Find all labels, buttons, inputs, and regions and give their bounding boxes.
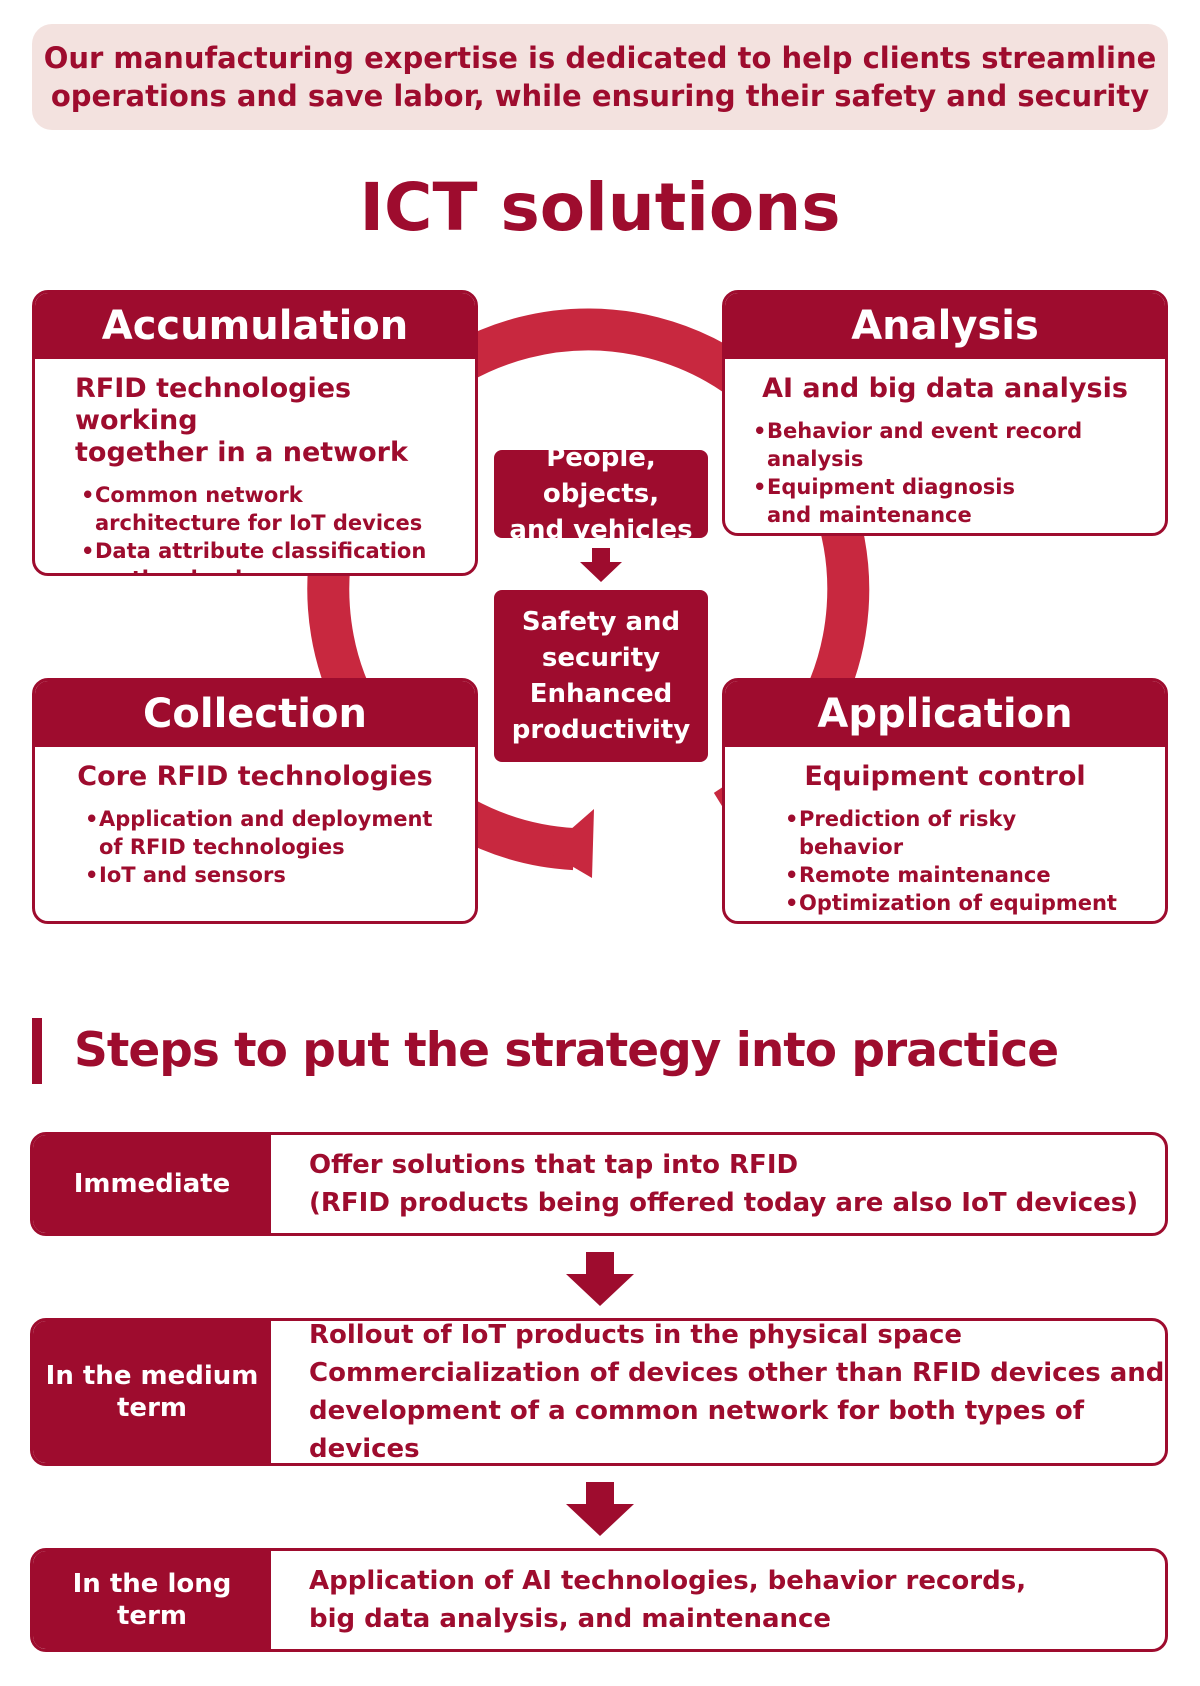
step-label-medium-term-line-2: term: [117, 1393, 187, 1423]
center-box-people-line-2: and vehicles: [509, 515, 693, 545]
step-label-long-term-line-2: term: [117, 1601, 187, 1631]
step-content-immediate: Offer solutions that tap into RFID (RFID…: [271, 1135, 1165, 1233]
collection-subtitle: Core RFID technologies: [77, 761, 433, 792]
accumulation-card: Accumulation RFID technologies working t…: [32, 290, 478, 576]
center-box-outcomes-line-3: Enhanced: [529, 679, 673, 709]
step-content-long-term-line-2: big data analysis, and maintenance: [309, 1604, 832, 1634]
application-bullet-2: Remote maintenance: [785, 861, 1125, 889]
collection-heading: Collection: [35, 681, 475, 747]
collection-bullet-1: Application and deployment of RFID techn…: [85, 805, 445, 861]
center-box-people-line-1: People, objects,: [542, 443, 660, 509]
down-arrow-icon: [580, 548, 622, 582]
application-heading: Application: [725, 681, 1165, 747]
analysis-bullet-2: Equipment diagnosis and maintenance: [753, 473, 1023, 529]
collection-bullet-2: IoT and sensors: [85, 861, 445, 889]
analysis-bullet-1: Behavior and event record analysis: [753, 417, 1153, 473]
collection-card: Collection Core RFID technologies Applic…: [32, 678, 478, 924]
analysis-card: Analysis AI and big data analysis Behavi…: [722, 290, 1168, 536]
application-bullet-1: Prediction of risky behavior: [785, 805, 1125, 861]
step-content-long-term-line-1: Application of AI technologies, behavior…: [309, 1566, 1027, 1596]
center-box-outcomes-line-1: Safety and: [521, 607, 681, 637]
step-label-immediate: Immediate: [33, 1135, 271, 1233]
accumulation-bullets: Common network architecture for IoT devi…: [81, 481, 451, 573]
step-row-medium-term: In the medium term Rollout of IoT produc…: [30, 1318, 1168, 1466]
application-subtitle: Equipment control: [804, 761, 1086, 792]
intro-banner: Our manufacturing expertise is dedicated…: [32, 24, 1168, 130]
collection-body: Core RFID technologies Application and d…: [35, 747, 475, 889]
step-content-medium-term-line-3: development of a common network for both…: [309, 1396, 1085, 1464]
step-content-immediate-line-1: Offer solutions that tap into RFID: [309, 1150, 799, 1180]
banner-line-2: operations and save labor, while ensurin…: [50, 79, 1150, 113]
step-label-long-term: In the long term: [33, 1551, 271, 1649]
page-title: ICT solutions: [359, 169, 841, 246]
step-content-medium-term-line-2: Commercialization of devices other than …: [309, 1358, 1165, 1388]
step-label-medium-term: In the medium term: [33, 1321, 271, 1463]
step-label-immediate-line-1: Immediate: [73, 1169, 231, 1199]
step-content-immediate-line-2: (RFID products being offered today are a…: [309, 1188, 1139, 1218]
collection-bullets: Application and deployment of RFID techn…: [85, 805, 445, 889]
step-arrow-2-icon: [566, 1482, 634, 1536]
step-label-medium-term-line-1: In the medium: [45, 1361, 259, 1391]
accumulation-bullet-2: Data attribute classification on the clo…: [81, 537, 451, 573]
accumulation-body: RFID technologies working together in a …: [35, 359, 475, 573]
step-arrow-1-icon: [566, 1252, 634, 1306]
banner-line-1: Our manufacturing expertise is dedicated…: [43, 41, 1157, 75]
step-content-medium-term: Rollout of IoT products in the physical …: [271, 1321, 1165, 1463]
application-bullet-3: Optimization of equipment maintenance an…: [785, 889, 1125, 921]
accumulation-bullet-1: Common network architecture for IoT devi…: [81, 481, 451, 537]
analysis-heading: Analysis: [725, 293, 1165, 359]
center-box-people: People, objects, and vehicles: [494, 443, 708, 545]
application-bullets: Prediction of risky behavior Remote main…: [785, 805, 1125, 921]
steps-heading: Steps to put the strategy into practice: [32, 1018, 1059, 1084]
step-row-immediate: Immediate Offer solutions that tap into …: [30, 1132, 1168, 1236]
application-card: Application Equipment control Prediction…: [722, 678, 1168, 924]
application-body: Equipment control Prediction of risky be…: [725, 747, 1165, 921]
center-box-outcomes-line-2: security: [541, 643, 661, 673]
analysis-subtitle: AI and big data analysis: [762, 373, 1128, 404]
step-content-medium-term-line-1: Rollout of IoT products in the physical …: [309, 1320, 963, 1350]
analysis-body: AI and big data analysis Behavior and ev…: [725, 359, 1165, 529]
accumulation-subtitle-line-2: together in a network: [75, 437, 408, 468]
step-row-long-term: In the long term Application of AI techn…: [30, 1548, 1168, 1652]
accumulation-subtitle: RFID technologies working together in a …: [75, 373, 475, 469]
accumulation-subtitle-line-1: RFID technologies working: [75, 373, 352, 436]
analysis-bullets: Behavior and event record analysis Equip…: [753, 417, 1153, 529]
accumulation-heading: Accumulation: [35, 293, 475, 359]
center-box-outcomes-line-4: productivity: [511, 715, 691, 745]
step-label-long-term-line-1: In the long: [72, 1569, 232, 1599]
cycle-arrowhead-icon: [546, 809, 594, 878]
center-box-outcomes: Safety and security Enhanced productivit…: [494, 590, 708, 762]
step-content-long-term: Application of AI technologies, behavior…: [271, 1551, 1165, 1649]
